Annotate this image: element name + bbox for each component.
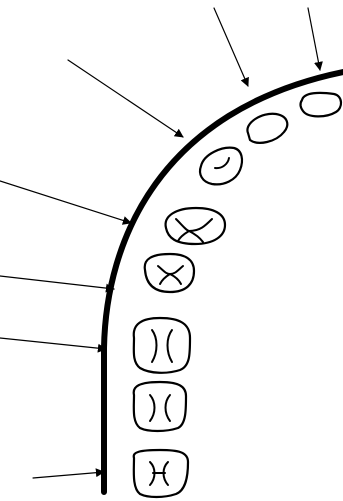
tooth-outline: [134, 318, 190, 373]
tooth-row: [134, 93, 341, 497]
pointer-arrow-7: [33, 472, 104, 478]
tooth-outline: [301, 93, 341, 116]
pointer-arrow-1: [214, 8, 248, 86]
pointer-arrow-6: [0, 338, 106, 349]
tooth-oval-icon: [301, 93, 341, 116]
pointer-arrow-2: [308, 8, 320, 70]
pointer-arrow-3: [68, 60, 183, 137]
tooth-molar-icon: [145, 254, 194, 292]
tooth-outline: [166, 208, 225, 244]
tooth-molar-icon: [134, 382, 186, 431]
tooth-triangular-icon: [200, 148, 242, 185]
tooth-molar-icon: [166, 208, 225, 244]
tooth-molar-icon: [134, 318, 190, 373]
pointer-arrow-5: [0, 276, 114, 289]
tooth-molar-icon: [134, 450, 188, 497]
tooth-oval-icon: [247, 114, 287, 143]
tooth-outline: [134, 382, 186, 431]
pointer-arrow-4: [0, 181, 131, 223]
tooth-outline: [247, 114, 287, 143]
tooth-outline: [200, 148, 242, 185]
